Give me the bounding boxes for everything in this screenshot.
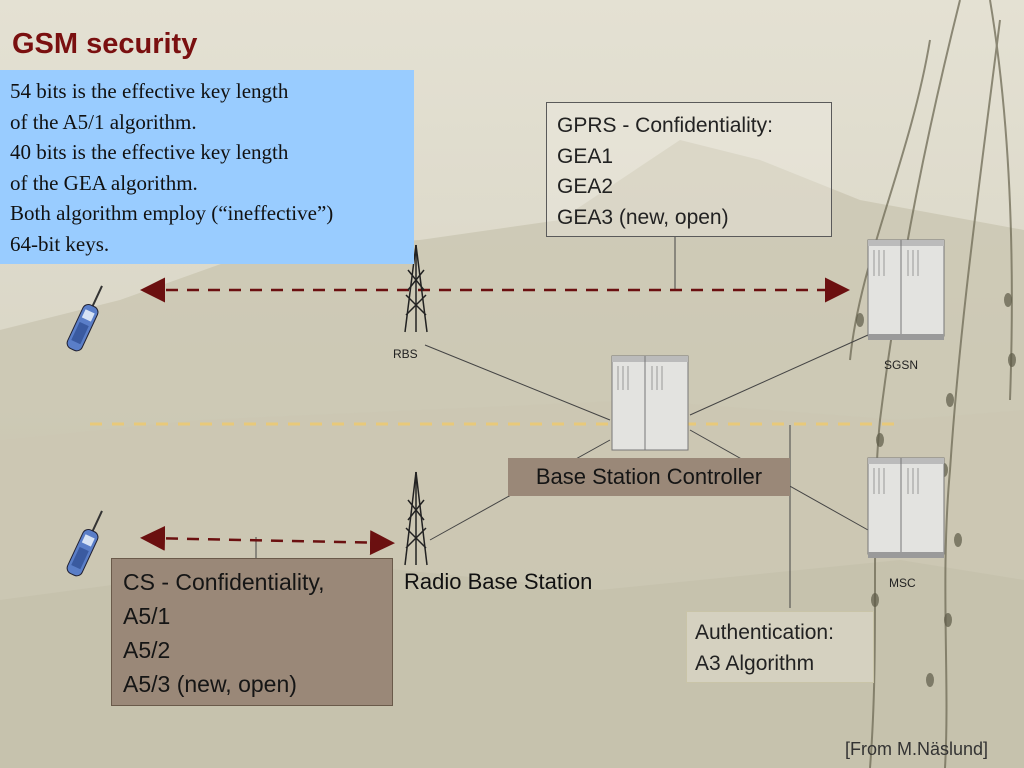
cs-line: A5/1 xyxy=(123,603,171,629)
note-line: of the A5/1 algorithm. xyxy=(10,109,197,134)
rbs-label: RBS xyxy=(393,347,418,361)
gprs-confidentiality-box: GPRS - Confidentiality: GEA1 GEA2 GEA3 (… xyxy=(546,102,832,237)
gprs-line: GEA1 xyxy=(557,144,614,168)
auth-line: Authentication: xyxy=(695,621,834,644)
antenna-tower-icon xyxy=(404,244,428,333)
source-credit: [From M.Näslund] xyxy=(845,739,989,759)
authentication-box: Authentication: A3 Algorithm xyxy=(686,611,874,683)
cs-line: CS - Confidentiality, xyxy=(123,569,325,595)
note-line: 40 bits is the effective key length xyxy=(10,140,289,164)
sgsn-server-icon xyxy=(867,239,945,340)
cs-line: A5/3 (new, open) xyxy=(123,671,297,697)
auth-line: A3 Algorithm xyxy=(695,651,815,675)
antenna-tower-icon xyxy=(404,471,428,566)
sgsn-label: SGSN xyxy=(884,358,919,372)
note-line: 64-bit keys. xyxy=(10,231,110,256)
msc-label: MSC xyxy=(889,576,916,590)
bsc-server-icon xyxy=(611,355,689,451)
mobile-phone-icon xyxy=(66,285,103,352)
msc-server-icon xyxy=(867,457,945,558)
cs-confidentiality-box: CS - Confidentiality, A5/1 A5/2 A5/3 (ne… xyxy=(111,558,393,706)
bsc-label: Base Station Controller xyxy=(508,458,790,496)
cs-link-arrow xyxy=(140,525,395,556)
gprs-line: GEA2 xyxy=(557,175,614,198)
cs-line: A5/2 xyxy=(123,637,171,663)
mobile-phone-icon xyxy=(66,510,103,577)
note-line: Both algorithm employ (“ineffective”) xyxy=(10,201,334,225)
page-title: GSM security xyxy=(12,28,198,60)
note-line: 54 bits is the effective key length xyxy=(10,79,289,103)
gprs-line: GEA3 (new, open) xyxy=(557,205,729,229)
note-line: of the GEA algorithm. xyxy=(10,170,198,195)
gprs-line: GPRS - Confidentiality: xyxy=(557,114,773,137)
radio-base-station-label: Radio Base Station xyxy=(404,569,593,594)
key-length-note: 54 bits is the effective key length of t… xyxy=(0,70,414,264)
